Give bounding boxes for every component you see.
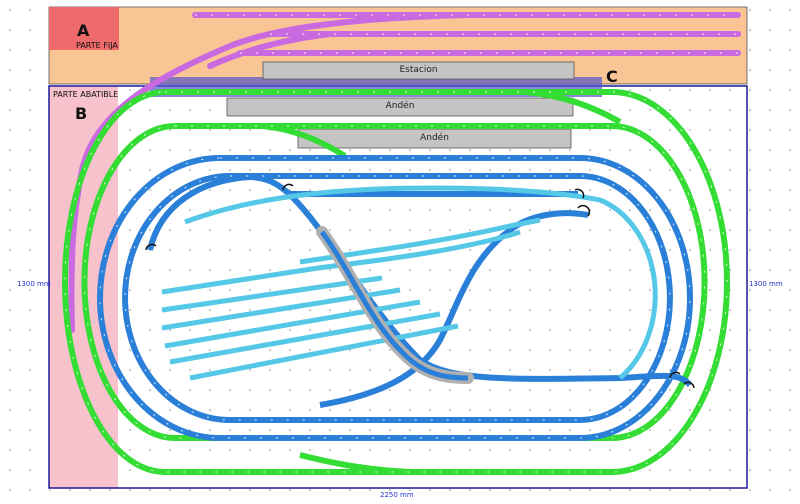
region-b-caption: PARTE ABATIBLE <box>53 90 119 99</box>
platform-2-label: Andén <box>420 133 449 143</box>
height-dimension-right: 1300 mm <box>749 280 783 288</box>
width-dimension-bottom: 2250 mm <box>380 491 414 499</box>
buffer-stops <box>145 183 695 389</box>
height-dimension-left: 1300 mm <box>17 280 51 288</box>
region-b-letter: B <box>75 104 88 123</box>
station-label: Estacion <box>399 65 438 75</box>
green-sleepers <box>64 91 728 473</box>
platform-1 <box>226 97 574 117</box>
region-a-letter: A <box>77 21 90 40</box>
station-building <box>262 61 575 80</box>
purple-tracks <box>68 12 741 333</box>
platform-1-label: Andén <box>385 101 415 111</box>
region-a-badge <box>49 7 119 50</box>
region-c-letter: C <box>606 67 618 86</box>
region-a-caption: PARTE FIJA <box>76 41 118 50</box>
grey-siding-track <box>319 230 469 381</box>
blue-sleepers <box>99 157 691 439</box>
